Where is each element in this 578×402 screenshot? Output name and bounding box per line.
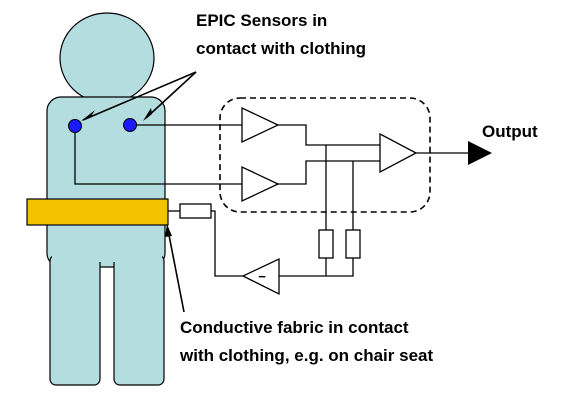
sensor-right-arrowhead — [143, 108, 152, 121]
feedback-sign: − — [258, 269, 266, 284]
sensors-label-line1: EPIC Sensors in — [196, 11, 327, 30]
sensor-left-arrowhead — [81, 110, 95, 121]
wiring — [74, 124, 470, 277]
fabric-label-line2: with clothing, e.g. on chair seat — [179, 346, 433, 365]
epic-sensor-right — [123, 118, 137, 132]
figure-torso — [46, 96, 166, 268]
summing-amplifier — [379, 132, 418, 174]
feedback-amplifier — [241, 257, 280, 296]
amplifier-enclosure — [219, 97, 431, 213]
output-label: Output — [482, 122, 538, 141]
resistor-right — [345, 229, 361, 259]
amplifier-top — [241, 106, 280, 144]
figure-head — [59, 12, 155, 104]
epic-sensor-left — [68, 119, 82, 133]
sensors-label-line2: contact with clothing — [196, 39, 366, 58]
fabric-arrowhead — [165, 224, 172, 237]
callout-pointers — [82, 71, 197, 313]
output-arrow — [468, 141, 492, 165]
conductive-fabric — [26, 198, 169, 226]
fabric-label-line1: Conductive fabric in contact — [180, 318, 409, 337]
amplifier-bottom — [241, 165, 280, 203]
figure-right-leg — [113, 254, 165, 386]
resistor-left — [318, 229, 334, 259]
figure-left-leg — [49, 254, 101, 386]
fabric-resistor — [179, 203, 212, 219]
